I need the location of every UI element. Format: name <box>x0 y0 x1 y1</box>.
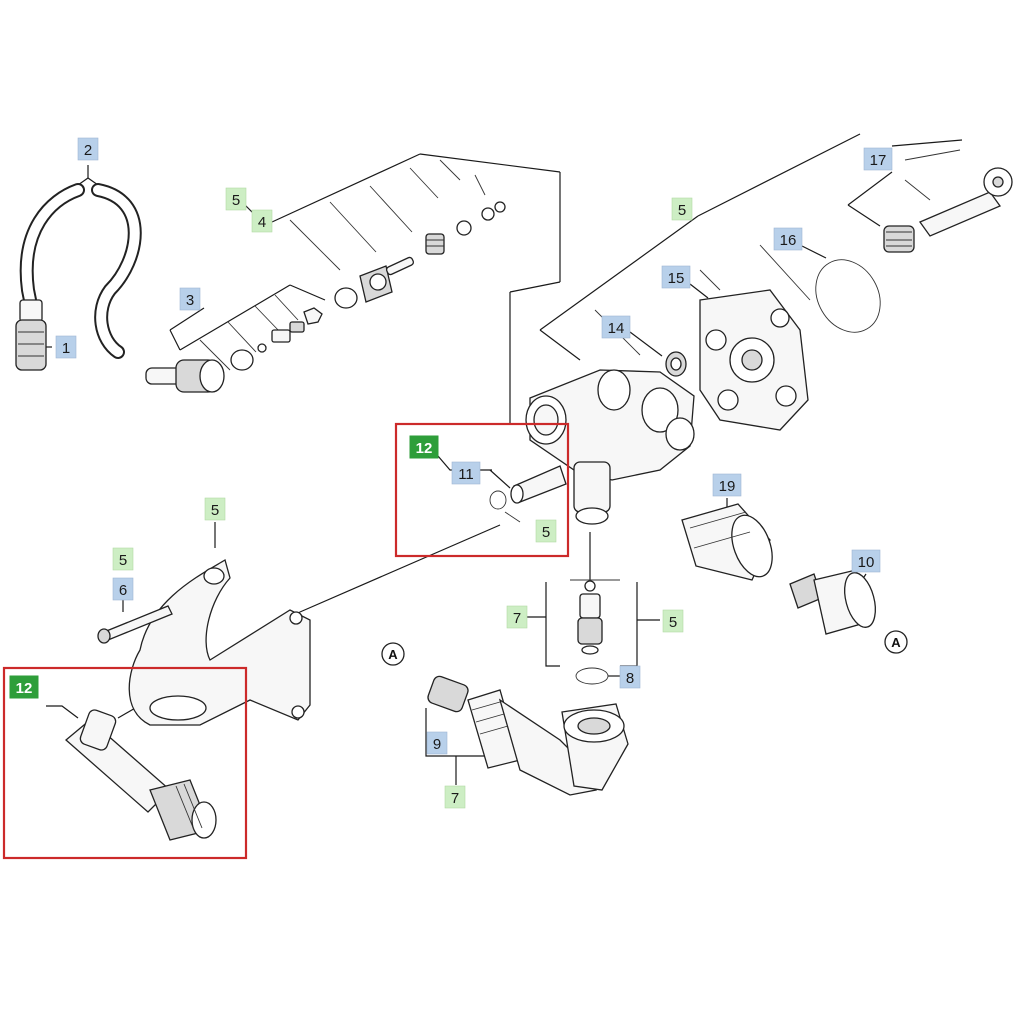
svg-text:5: 5 <box>211 502 219 519</box>
callout-label: 10 <box>851 549 881 573</box>
svg-text:3: 3 <box>186 292 194 309</box>
svg-text:14: 14 <box>608 320 625 337</box>
highlight-box-valve <box>394 422 570 558</box>
callout-label: 5 <box>535 519 557 543</box>
svg-text:15: 15 <box>668 270 685 287</box>
svg-text:5: 5 <box>232 192 240 209</box>
callout-label: 8 <box>619 665 641 689</box>
callout-label: 3 <box>179 287 201 311</box>
svg-text:4: 4 <box>258 214 266 231</box>
svg-text:7: 7 <box>451 790 459 807</box>
bracket <box>128 559 311 726</box>
callout-label: 16 <box>773 227 803 251</box>
svg-text:5: 5 <box>119 552 127 569</box>
svg-text:6: 6 <box>119 582 127 599</box>
callout-label: 12 <box>9 675 39 699</box>
svg-text:8: 8 <box>626 670 634 687</box>
callout-label: 19 <box>712 473 742 497</box>
callout-label: 14 <box>601 315 631 339</box>
callout-label: 9 <box>426 731 448 755</box>
seal-14 <box>665 351 687 377</box>
callout-label: 12 <box>409 435 439 459</box>
svg-text:1: 1 <box>62 340 70 357</box>
callout-label: 15 <box>661 265 691 289</box>
callout-label: 17 <box>863 147 893 171</box>
svg-text:5: 5 <box>542 524 550 541</box>
valve-11 <box>489 465 567 510</box>
ref-marker-a-right: A <box>884 630 908 654</box>
pump-head <box>699 289 809 431</box>
hose <box>19 183 142 359</box>
ref-marker-a-left: A <box>381 642 405 666</box>
svg-text:16: 16 <box>780 232 797 249</box>
svg-text:9: 9 <box>433 736 441 753</box>
bolt-6 <box>97 605 173 644</box>
svg-text:A: A <box>388 647 398 662</box>
svg-text:7: 7 <box>513 610 521 627</box>
callout-label: 2 <box>77 137 99 161</box>
valve-parts-upper <box>334 201 506 309</box>
spring-piston-set <box>883 167 1013 253</box>
callout-label: 7 <box>506 605 528 629</box>
connector-12 <box>65 709 217 841</box>
svg-text:5: 5 <box>678 202 686 219</box>
hose-fitting <box>145 307 323 393</box>
svg-text:17: 17 <box>870 152 887 169</box>
callout-label: 5 <box>225 187 247 211</box>
inlet-filter <box>15 299 47 371</box>
callout-label: 4 <box>251 209 273 233</box>
svg-text:A: A <box>891 635 901 650</box>
svg-text:2: 2 <box>84 142 92 159</box>
callout-label: 11 <box>451 461 481 485</box>
callout-label: 5 <box>204 497 226 521</box>
pump-body <box>525 369 695 525</box>
quick-coupling-19 <box>681 503 773 581</box>
callout-label: 5 <box>662 609 684 633</box>
svg-text:11: 11 <box>458 466 474 483</box>
callout-label: 5 <box>112 547 134 571</box>
callout-label: 1 <box>55 335 77 359</box>
svg-text:12: 12 <box>416 440 433 457</box>
valve-insert-7 <box>575 580 609 685</box>
svg-text:12: 12 <box>16 680 33 697</box>
callout-label: 5 <box>671 197 693 221</box>
inlet-coupling-10 <box>789 569 876 635</box>
callout-label: 6 <box>112 577 134 601</box>
oring-large <box>815 259 881 333</box>
highlight-box-connector <box>2 666 248 860</box>
svg-text:10: 10 <box>858 554 875 571</box>
svg-text:5: 5 <box>669 614 677 631</box>
callout-label: 7 <box>444 785 466 809</box>
svg-text:19: 19 <box>719 478 736 495</box>
outlet-elbow <box>427 675 629 796</box>
